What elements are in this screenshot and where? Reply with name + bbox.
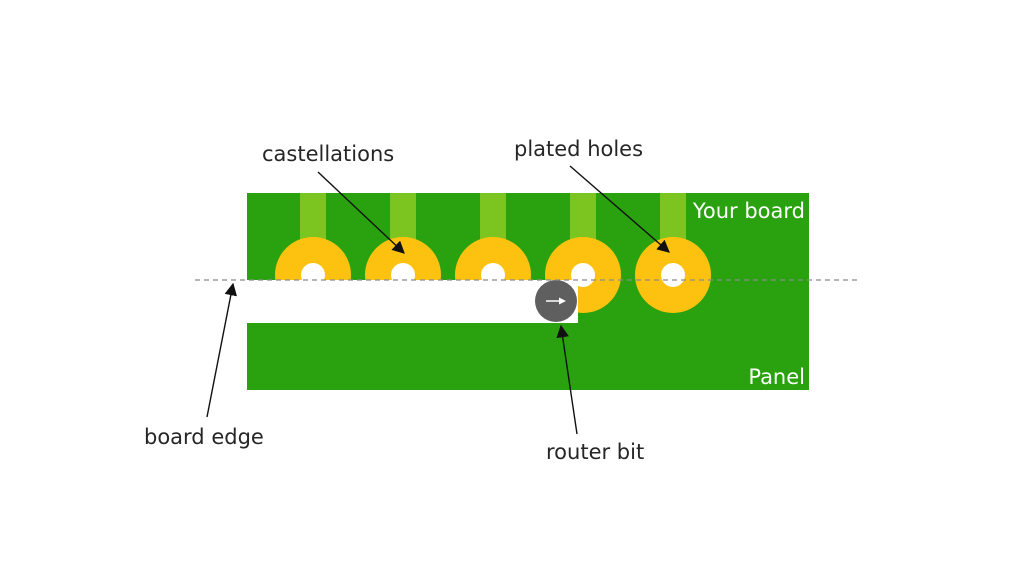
your-board-label: Your board <box>692 199 805 223</box>
router-direction-arrow-icon <box>546 297 566 305</box>
plated-holes-leader-arrow <box>569 165 670 253</box>
castellations-label: castellations <box>262 142 394 166</box>
panel-label: Panel <box>748 365 805 389</box>
router-bit-leader-arrow <box>556 324 578 435</box>
panel <box>247 323 809 390</box>
castellations-leader-arrow <box>317 171 405 254</box>
board-edge-leader-arrow <box>206 282 238 418</box>
drill-hole <box>661 263 685 287</box>
plated-holes-label: plated holes <box>514 137 643 161</box>
routed-slot <box>247 280 578 323</box>
board-edge-label: board edge <box>144 425 264 449</box>
router-bit-label: router bit <box>546 440 644 464</box>
